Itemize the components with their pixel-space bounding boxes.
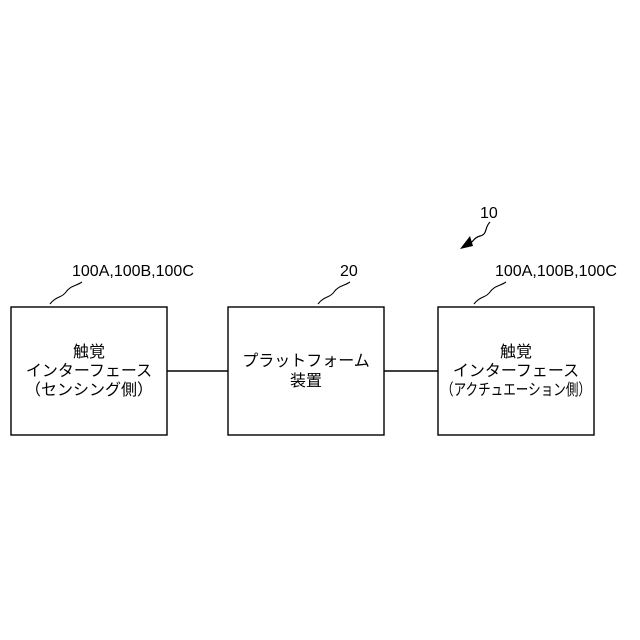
block-actuation-leader — [474, 282, 506, 304]
block-actuation-line-3: （アクチュエーション側） — [441, 380, 591, 399]
block-platform-ref: 20 — [340, 263, 358, 280]
system-ref-arrowhead — [460, 236, 473, 249]
block-sensing-ref: 100A,100B,100C — [72, 263, 194, 280]
block-platform-line-2: 装置 — [290, 371, 322, 390]
block-platform: プラットフォーム 装置 — [228, 307, 384, 435]
block-sensing-line-2: インターフェース — [26, 361, 152, 380]
block-actuation-ref: 100A,100B,100C — [495, 263, 617, 280]
block-platform-line-1: プラットフォーム — [242, 351, 370, 370]
block-actuation-line-1: 触覚 — [500, 342, 532, 361]
block-sensing: 触覚 インターフェース （センシング側） — [11, 307, 167, 435]
block-platform-leader — [318, 282, 350, 304]
block-actuation-line-2: インターフェース — [453, 361, 579, 380]
block-sensing-line-3: （センシング側） — [25, 380, 153, 399]
system-ref-label: 10 — [480, 205, 498, 222]
block-actuation: 触覚 インターフェース （アクチュエーション側） — [438, 307, 594, 435]
block-sensing-leader — [50, 282, 82, 304]
block-sensing-line-1: 触覚 — [73, 342, 105, 361]
